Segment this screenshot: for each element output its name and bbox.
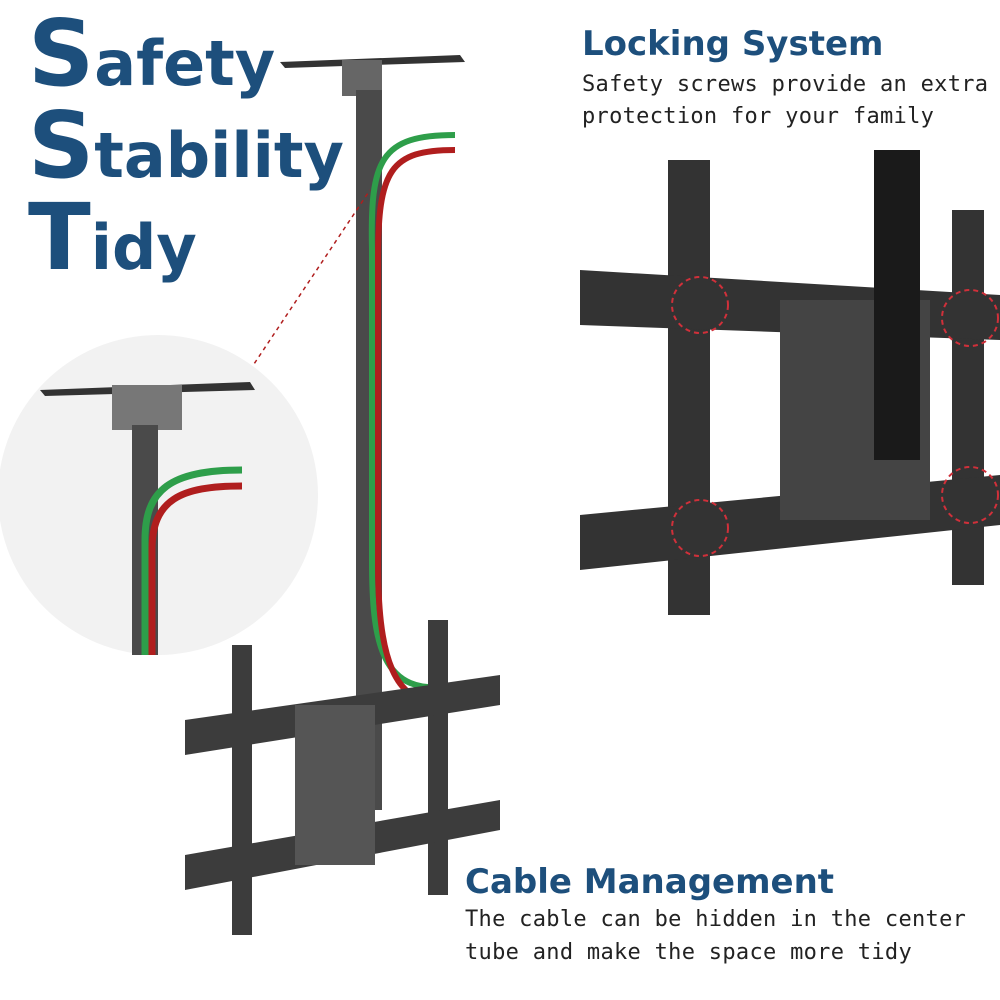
headline-initial: T [28, 184, 91, 291]
cable-red [375, 147, 456, 705]
cable-detail-circle [0, 335, 318, 655]
locking-detail [580, 150, 1000, 615]
headline-rest: idy [90, 211, 197, 284]
tv-bracket [185, 620, 500, 935]
headline-initial: S [28, 0, 95, 107]
locking-title: Locking System [582, 24, 884, 64]
headline-rest: afety [94, 27, 276, 100]
cable-green [368, 132, 456, 691]
headline-safety: Safety [28, 8, 275, 100]
cable-title: Cable Management [465, 862, 835, 902]
headline-rest: tability [94, 119, 344, 192]
headline-stability: Stability [28, 100, 344, 192]
headline-initial: S [28, 92, 95, 199]
cable-line-1: The cable can be hidden in the center [465, 907, 967, 932]
locking-line-1: Safety screws provide an extra [582, 72, 989, 97]
cable-line-2: tube and make the space more tidy [465, 940, 912, 965]
screw-highlight-circles [671, 276, 999, 557]
headline-tidy: Tidy [28, 192, 197, 284]
ceiling-plate [280, 55, 465, 96]
locking-line-2: protection for your family [582, 104, 935, 129]
